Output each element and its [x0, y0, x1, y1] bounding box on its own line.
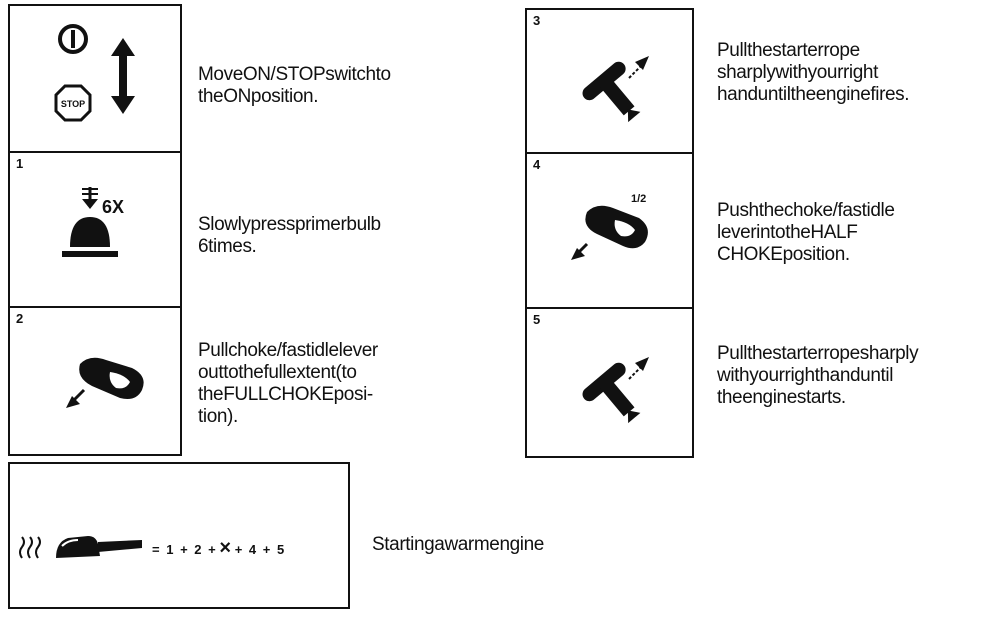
panel-step-4: 4 1/2 — [525, 152, 694, 309]
step-number: 2 — [16, 311, 24, 326]
panel-step-2: 2 — [8, 306, 182, 456]
formula-step-2: 2 — [194, 542, 202, 557]
panel-step-5: 5 — [525, 307, 694, 458]
formula-equals: = — [152, 542, 160, 557]
panel-step-3: 3 — [525, 8, 694, 154]
half-choke-label: 1/2 — [631, 193, 646, 205]
formula-plus: + — [180, 542, 188, 557]
step-number: 3 — [533, 13, 541, 28]
chainsaw-icon — [56, 536, 142, 558]
formula-step-4: 4 — [248, 542, 257, 557]
primer-bulb-icon: 6X — [62, 187, 124, 257]
step-1-instruction: Slowlypressprimerbulb 6times. — [198, 214, 381, 257]
panel-switch: STOP — [8, 4, 182, 153]
step-5-instruction: Pullthestarterropesharply withyourrighth… — [717, 343, 919, 408]
warm-start-instruction: Startingawarmengine — [372, 534, 544, 555]
step-3-instruction: Pullthestarterrope sharplywithyourright … — [717, 40, 910, 105]
warm-start-formula: = 1 + 2 + × + 4 + 5 — [152, 537, 284, 560]
choke-lever-half-icon: 1/2 — [571, 193, 648, 260]
step-4-instruction: Pushthechoke/fastidle leverintotheHALF C… — [717, 200, 895, 265]
primer-count-label: 6X — [102, 197, 124, 217]
starter-handle-pull-icon — [582, 56, 649, 123]
formula-plus: + — [234, 542, 243, 557]
formula-step-5: 5 — [276, 542, 285, 557]
up-down-arrow-icon — [111, 38, 135, 114]
panel-warm-start: = 1 + 2 + × + 4 + 5 — [8, 462, 350, 609]
formula-plus: + — [208, 542, 216, 557]
panel-step-1: 1 6X — [8, 151, 182, 308]
switch-instruction: MoveON/STOPswitchto theONposition. — [198, 64, 391, 107]
choke-lever-pull-icon — [66, 357, 144, 408]
step-2-instruction: Pullchoke/fastidlelever outtothefullexte… — [198, 340, 378, 427]
step-number: 4 — [533, 157, 541, 172]
step-number: 5 — [533, 312, 541, 327]
power-symbol-icon — [58, 24, 88, 54]
formula-skip-step-3: × — [219, 537, 232, 559]
starter-handle-pull-icon — [582, 357, 649, 424]
stop-sign-icon: STOP — [54, 84, 92, 122]
heat-waves-icon — [19, 536, 41, 559]
formula-step-1: 1 — [166, 542, 174, 557]
step-number: 1 — [16, 156, 24, 171]
stop-sign-text: STOP — [61, 99, 85, 109]
formula-plus: + — [262, 542, 271, 557]
